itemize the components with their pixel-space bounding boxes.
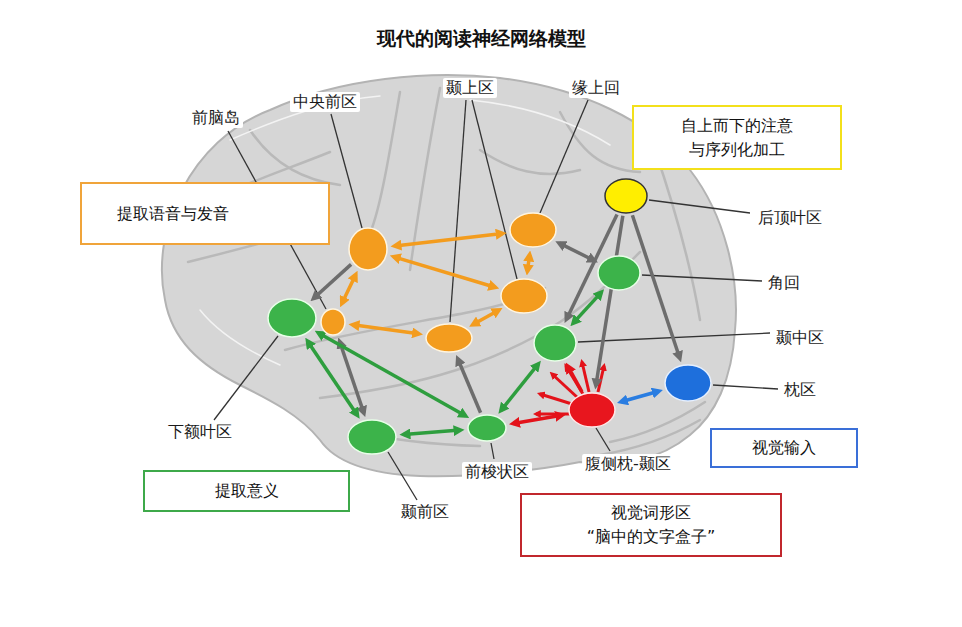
brain-region: 中央前区 xyxy=(348,227,388,271)
region-fill xyxy=(598,256,640,290)
legend-box: 提取意义 xyxy=(143,470,350,512)
region-label: 颞中区 xyxy=(773,328,827,348)
legend-box: 提取语音与发音 xyxy=(80,182,330,245)
region-ellipse xyxy=(664,364,712,402)
connector-arrow xyxy=(395,234,502,246)
region-fill xyxy=(426,324,472,352)
brain-region: 枕区 xyxy=(664,364,712,402)
region-label: 角回 xyxy=(765,273,803,293)
region-ellipse xyxy=(604,178,648,214)
brain-region: 缘上回 xyxy=(509,212,557,248)
brain-region: 前梭状区 xyxy=(467,414,507,442)
region-label: 腹侧枕-颞区 xyxy=(582,454,674,474)
region-ellipse xyxy=(425,323,473,353)
brain-region: 角回 xyxy=(597,255,641,291)
connector-arrow xyxy=(353,325,419,334)
region-fill xyxy=(665,365,711,401)
region-ellipse xyxy=(533,324,577,362)
connector-arrow xyxy=(559,243,594,260)
brain-region: 颞中区 xyxy=(533,324,577,362)
box-text: 视觉词形区 xyxy=(611,501,691,525)
connector-arrow xyxy=(573,293,601,323)
brain-region xyxy=(500,278,548,314)
region-fill xyxy=(510,213,556,247)
region-ellipse xyxy=(597,255,641,291)
region-ellipse xyxy=(500,278,548,314)
region-fill xyxy=(534,325,576,361)
connector-arrow xyxy=(527,255,529,271)
region-fill xyxy=(268,299,316,337)
region-label: 颞前区 xyxy=(398,502,452,522)
connector-arrow xyxy=(568,366,582,391)
box-text: 自上而下的注意 与序列化加工 xyxy=(650,114,824,162)
brain-region: 前脑岛 xyxy=(320,308,346,336)
connector-arrow xyxy=(621,391,658,402)
region-label: 下额叶区 xyxy=(165,422,235,442)
region-label: 中央前区 xyxy=(290,92,360,112)
region-fill xyxy=(349,228,387,270)
region-ellipse xyxy=(467,414,507,442)
region-label: 缘上回 xyxy=(569,78,623,98)
connector-arrow xyxy=(394,257,495,287)
region-label: 枕区 xyxy=(781,380,819,400)
connector-arrow xyxy=(342,275,356,303)
box-text: 提取意义 xyxy=(215,479,279,503)
diagram-title: 现代的阅读神经网络模型 xyxy=(0,26,962,52)
brain-region: 颞前区 xyxy=(347,419,397,455)
box-text: 提取语音与发音 xyxy=(117,202,229,226)
connector-arrow xyxy=(314,264,351,298)
connector-arrow xyxy=(632,215,679,358)
connector-arrow xyxy=(404,430,460,434)
region-ellipse xyxy=(509,212,557,248)
region-label: 前脑岛 xyxy=(189,108,243,128)
connector-arrow xyxy=(473,310,499,324)
brain-region: 腹侧枕-颞区 xyxy=(568,392,616,428)
region-fill xyxy=(501,279,547,313)
region-ellipse xyxy=(320,308,346,336)
legend-box: 自上而下的注意 与序列化加工 xyxy=(632,105,842,170)
brain-sulci xyxy=(188,88,705,455)
region-fill xyxy=(321,309,345,335)
region-ellipse xyxy=(568,392,616,428)
region-fill xyxy=(468,415,506,441)
region-label: 后顶叶区 xyxy=(755,208,825,228)
connector-arrow xyxy=(501,364,538,410)
legend-box: 视觉词形区“脑中的文字盒子” xyxy=(520,493,782,557)
brain-region: 颞上区 xyxy=(425,323,473,353)
box-text: “脑中的文字盒子” xyxy=(587,525,716,549)
region-ellipse xyxy=(267,298,317,338)
region-fill xyxy=(569,393,615,427)
region-label: 颞上区 xyxy=(443,78,497,98)
region-ellipse xyxy=(348,227,388,271)
brain-region: 下额叶区 xyxy=(267,298,317,338)
legend-box: 视觉输入 xyxy=(710,428,858,468)
region-fill xyxy=(605,179,647,213)
connector-arrow xyxy=(596,216,623,385)
region-fill xyxy=(348,420,396,454)
connector-arrow xyxy=(513,415,561,423)
region-label: 前梭状区 xyxy=(462,462,532,482)
brain-region: 后顶叶区 xyxy=(604,178,648,214)
box-text: 视觉输入 xyxy=(752,436,816,460)
connector-arrow xyxy=(458,359,481,413)
region-ellipse xyxy=(347,419,397,455)
